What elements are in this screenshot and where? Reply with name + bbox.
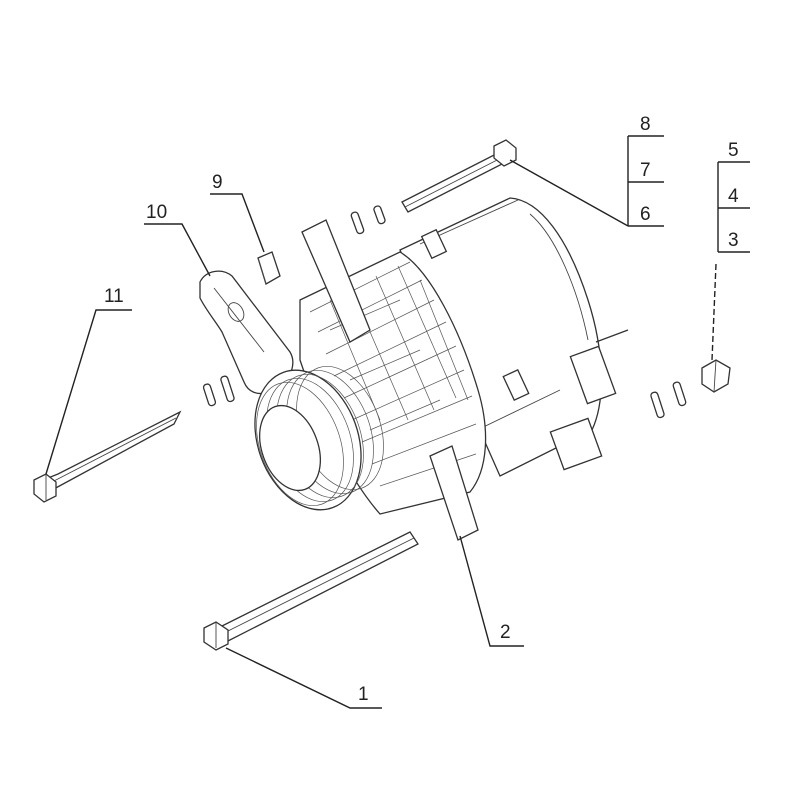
callout-1: 1 — [358, 684, 369, 705]
callout-5: 5 — [728, 140, 739, 161]
leader-lines — [45, 135, 750, 709]
callout-2: 2 — [500, 622, 511, 643]
washers-6-7 — [350, 205, 386, 235]
spacer-9 — [257, 251, 281, 285]
callout-6: 6 — [640, 204, 651, 225]
callout-3: 3 — [728, 230, 739, 251]
callout-labels: 1 2 3 4 5 6 7 8 9 10 11 — [104, 114, 739, 705]
callout-11: 11 — [104, 286, 124, 307]
washers-nut-right — [650, 359, 731, 419]
callout-4: 4 — [728, 186, 739, 207]
bolt-8 — [401, 139, 517, 213]
washers-left — [202, 375, 235, 407]
callout-9: 9 — [212, 172, 223, 193]
bolt-1 — [203, 531, 419, 651]
bolt-11 — [33, 410, 182, 503]
callout-10: 10 — [146, 202, 167, 223]
callout-7: 7 — [640, 160, 651, 181]
alternator-body — [254, 197, 629, 541]
callout-8: 8 — [640, 114, 651, 135]
